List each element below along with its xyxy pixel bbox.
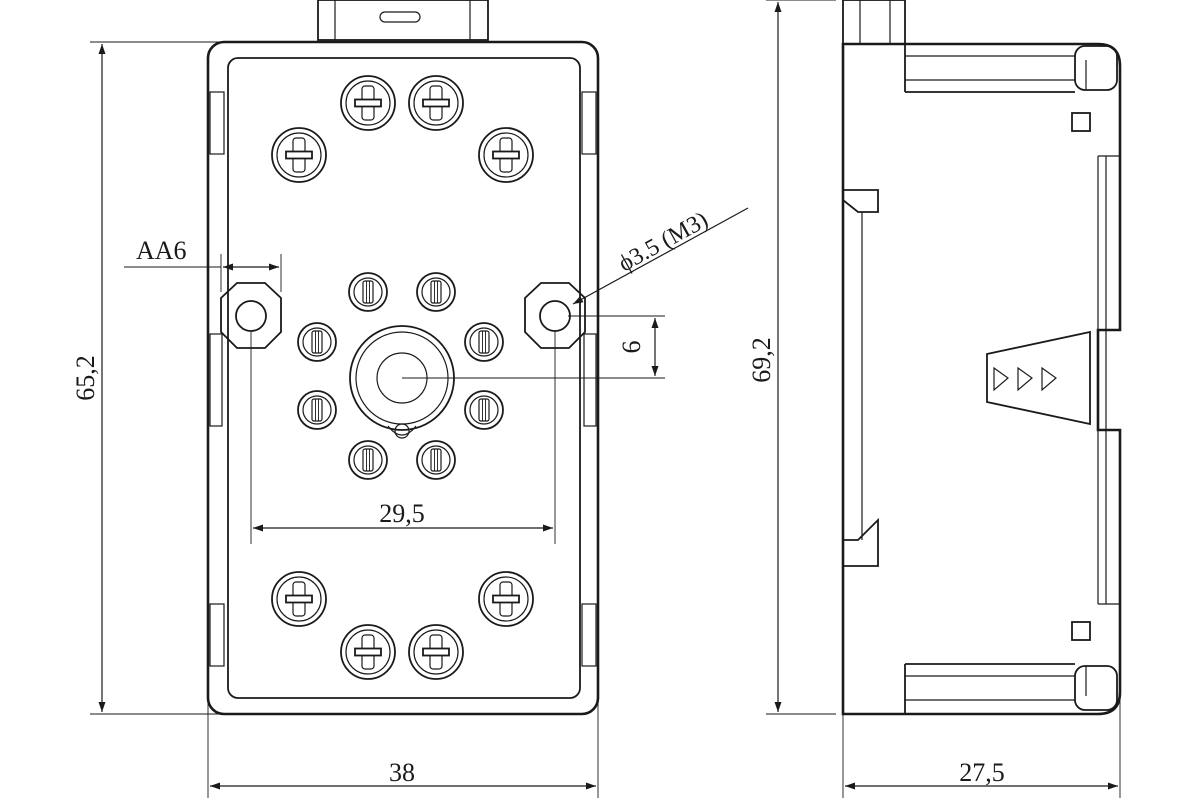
screw-terminal — [340, 624, 396, 680]
socket-contact — [416, 440, 456, 480]
screw-terminals — [271, 75, 534, 680]
side-width-label: 27,5 — [959, 758, 1005, 787]
socket-contact — [297, 390, 337, 430]
side-din-recess — [842, 189, 879, 567]
left-side-slots — [209, 91, 225, 667]
socket-contact — [297, 322, 337, 362]
dim-hole-spacing: 29,5 — [250, 331, 556, 544]
screw-terminal — [408, 624, 464, 680]
socket-contact — [464, 322, 504, 362]
top-latch — [317, 0, 489, 41]
dim-front-width: 38 — [207, 700, 599, 798]
dim-side-height: 69,2 — [747, 0, 836, 715]
screw-terminal — [271, 127, 327, 183]
screw-terminal — [408, 75, 464, 131]
dim-front-height: 65,2 — [71, 41, 220, 715]
nut-size-label: AA6 — [136, 236, 187, 265]
front-view: 29,5 6 AA6 ϕ3.5 (M3) 65,2 — [71, 0, 749, 798]
right-side-slots — [581, 91, 597, 667]
socket-contact — [464, 390, 504, 430]
socket-contacts — [297, 272, 504, 480]
screw-terminal — [478, 571, 534, 627]
hole-diameter-label: ϕ3.5 (M3) — [614, 207, 712, 277]
front-height-label: 65,2 — [71, 355, 100, 401]
dim-side-width: 27,5 — [842, 700, 1121, 798]
front-width-label: 38 — [389, 758, 415, 787]
side-height-label: 69,2 — [747, 337, 776, 383]
socket-contact — [348, 272, 388, 312]
center-key-socket — [349, 325, 455, 439]
dim-hole-offset: 6 — [402, 315, 665, 379]
side-top-arm — [904, 44, 1118, 132]
screw-terminal — [340, 75, 396, 131]
hole-spacing-label: 29,5 — [379, 499, 425, 528]
side-view: 69,2 27,5 — [747, 0, 1122, 798]
dim-nut-size: AA6 — [124, 236, 282, 292]
side-right-channel — [1097, 155, 1120, 605]
screw-terminal — [271, 571, 327, 627]
socket-contact — [416, 272, 456, 312]
side-release-latch — [986, 330, 1091, 426]
screw-terminal — [478, 127, 534, 183]
side-top-latch — [842, 0, 906, 45]
socket-contact — [348, 440, 388, 480]
side-body-outline — [841, 42, 1122, 716]
hole-offset-label: 6 — [617, 341, 646, 354]
side-bottom-arm — [904, 621, 1118, 714]
